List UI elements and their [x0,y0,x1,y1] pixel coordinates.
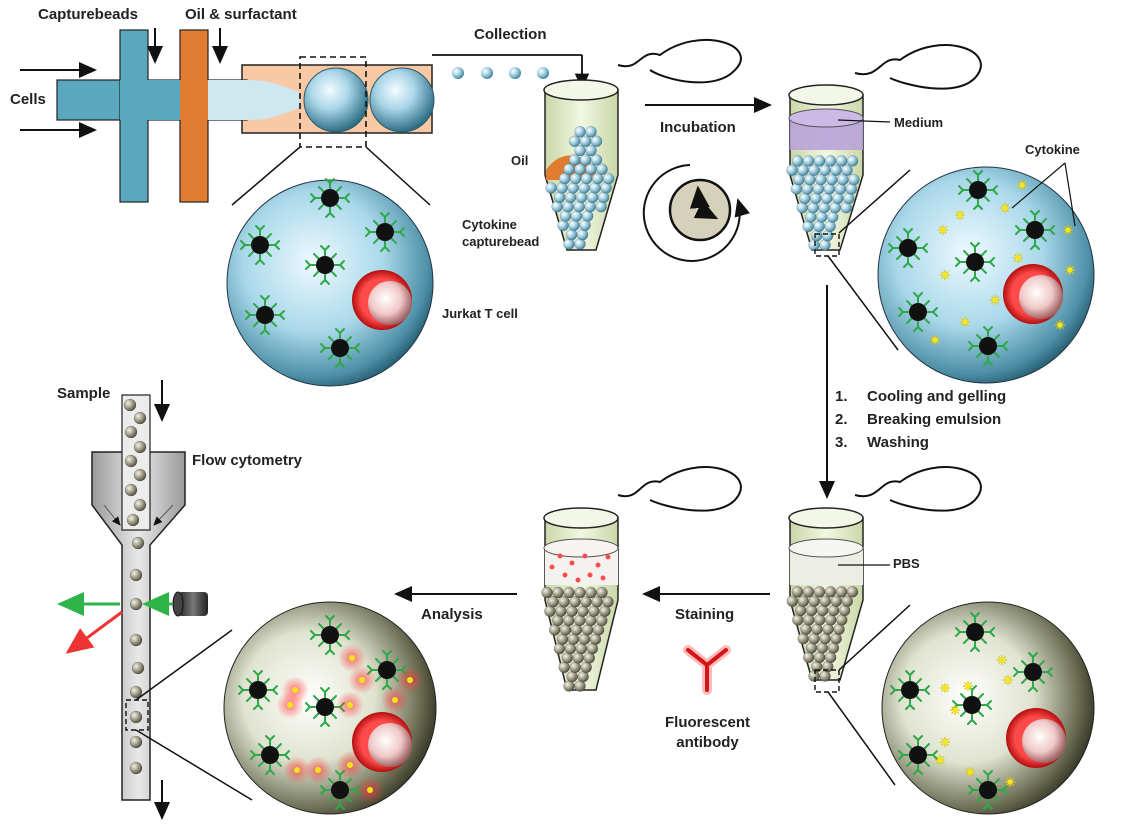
cytokine-capturebead-label-line1: Cytokine [462,217,517,232]
bead [602,596,614,608]
flow-bead [129,685,143,699]
step-text: Washing [867,434,929,451]
bead [574,586,586,599]
bead [552,586,564,599]
bead [579,154,592,166]
stained-bead-closeup [223,601,437,815]
bead [846,586,859,598]
bead [835,586,848,598]
bead [813,586,826,598]
flow-cytometer [57,380,253,820]
bead [846,155,859,167]
bead [585,126,597,138]
analysis-label: Analysis [421,606,483,623]
flow-bead [129,597,143,611]
microfluidic-chip [20,28,435,206]
flow-bead [129,633,143,647]
step-text: Breaking emulsion [867,411,1002,428]
collection-label: Collection [474,26,547,43]
bead [791,586,804,598]
bead [545,182,557,194]
tube-incubation [786,44,982,351]
incubated-bead-closeup [877,162,1095,384]
step-item: 3. Washing [835,431,1006,454]
fluorescent-antibody-label-line2: antibody [676,734,739,751]
flow-bead [131,536,145,550]
cytokine-capturebead-label-line2: capturebead [462,234,540,249]
step-item: 2. Breaking emulsion [835,408,1006,431]
bead [579,135,592,147]
flow-bead [124,483,138,497]
bead [802,586,815,598]
bead [596,163,608,175]
bead [590,154,603,166]
cytokine-label: Cytokine [1025,142,1080,157]
bead [791,155,804,167]
bead [574,126,586,138]
flow-bead [131,661,145,675]
clock-icon [642,164,750,262]
medium-label: Medium [894,115,944,130]
staining-label: Staining [675,606,735,623]
flow-bead [133,468,147,482]
bead [813,155,826,167]
bead [841,164,853,176]
bead [824,155,837,167]
bead [802,155,815,167]
tube-pbs [786,466,982,786]
flow-bead [124,454,138,468]
capturebead-closeup [226,178,434,387]
step-number: 3. [835,434,848,451]
tube-staining [541,466,742,692]
bead [835,155,848,167]
bead [602,172,615,185]
bead [563,586,575,599]
bead [585,144,597,157]
oil-label: Oil [511,153,529,168]
fluorescent-antibody-label-line1: Fluorescent [664,714,751,731]
incubation-label: Incubation [660,119,736,136]
bead [541,586,553,599]
bead [568,154,581,166]
bead [841,595,854,607]
flow-bead [129,761,143,775]
fluorescent-antibody-icon [683,645,731,695]
bead [848,173,860,186]
bead [585,586,597,599]
oil-surfactant-label: Oil & surfactant [185,6,297,23]
flow-bead [129,710,143,724]
flow-bead [133,411,147,425]
flow-bead [126,513,140,527]
bead [568,135,581,147]
tube-collection [543,39,742,251]
jurkat-t-cell-label: Jurkat T cell [442,306,518,321]
bead [824,586,837,598]
step-number: 1. [835,388,848,405]
flow-bead [124,425,138,439]
cells-label: Cells [10,91,46,108]
flow-bead [129,735,143,749]
pbs-label: PBS [893,556,920,571]
step-number: 2. [835,411,848,428]
sample-label: Sample [57,385,111,402]
bead [590,135,603,147]
step-item: 1. Cooling and gelling [835,385,1006,408]
bead [596,586,608,599]
gelled-bead-closeup [881,601,1095,815]
capturebeads-label: Capturebeads [38,6,139,23]
processing-steps-list: 1. Cooling and gelling 2. Breaking emulsio… [835,385,1006,454]
flow-cytometry-label: Flow cytometry [192,452,303,469]
flow-bead [133,498,147,512]
flow-bead [123,398,137,412]
flow-bead [129,568,143,582]
step-text: Cooling and gelling [867,388,1007,405]
flow-bead [133,440,147,454]
